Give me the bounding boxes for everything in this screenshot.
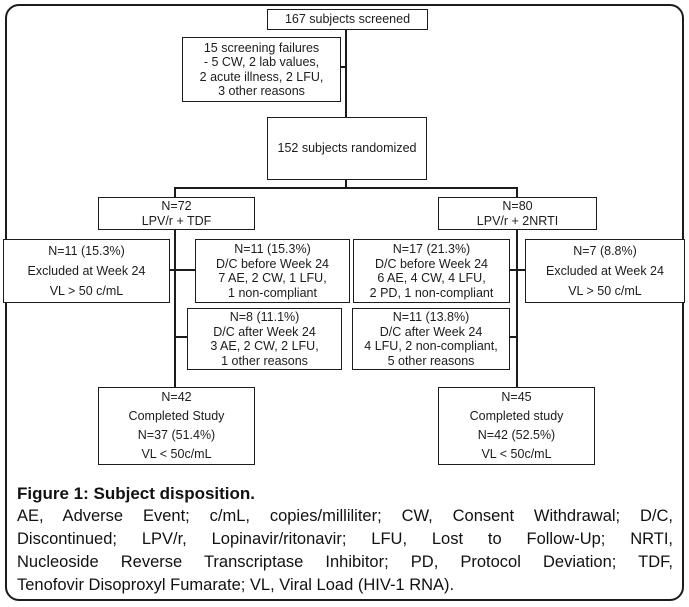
box-text-line: VL > 50 c/mL: [568, 284, 642, 298]
figure-caption-line: Nucleoside Reverse Transcriptase Inhibit…: [17, 553, 673, 571]
figure-caption: Figure 1: Subject disposition. AE, Adver…: [17, 483, 673, 597]
box-text-line: 2 PD, 1 non-compliant: [369, 285, 494, 300]
box-text-line: N=11 (13.8%): [392, 310, 470, 324]
connector-excluded-dcbefore-right: [508, 269, 525, 271]
figure-caption-line: Discontinued; LPV/r, Lopinavir/ritonavir…: [17, 530, 673, 548]
box-text-line: D/C before Week 24: [215, 256, 330, 271]
connector-left-arm-down: [174, 228, 176, 387]
figure-caption-line: AE, Adverse Event; c/mL, copies/millilit…: [17, 507, 673, 525]
box-text-line: D/C before Week 24: [374, 256, 489, 271]
box-text-line: N=8 (11.1%): [229, 310, 300, 324]
box-completed-tdf: N=42 Completed Study N=37 (51.4%) VL < 5…: [98, 387, 255, 465]
box-subjects-screened: 167 subjects screened: [267, 9, 428, 30]
connector-screening-failures: [338, 66, 347, 68]
box-text-line: 6 AE, 4 CW, 4 LFU,: [377, 271, 486, 285]
box-excluded-tdf: N=11 (15.3%) Excluded at Week 24 VL > 50…: [3, 239, 170, 303]
box-text-line: LPV/r + 2NRTI: [476, 213, 559, 228]
box-text-line: N=45: [501, 390, 532, 404]
box-text-line: N=80: [502, 199, 533, 213]
box-text-line: 2 acute illness, 2 LFU,: [199, 69, 324, 84]
box-text-line: 15 screening failures: [203, 40, 320, 55]
box-text-line: N=72: [161, 199, 192, 213]
connector-dcafter-left: [176, 336, 187, 338]
box-completed-nrti: N=45 Completed study N=42 (52.5%) VL < 5…: [438, 387, 595, 465]
box-dc-after-nrti: N=11 (13.8%) D/C after Week 24 4 LFU, 2 …: [352, 308, 510, 370]
box-text-line: VL > 50 c/mL: [49, 284, 124, 298]
box-text-line: 167 subjects screened: [284, 12, 411, 26]
box-text-line: 3 other reasons: [218, 84, 305, 98]
box-text-line: N=11 (15.3%): [234, 242, 311, 256]
box-text-line: N=17 (21.3%): [392, 242, 471, 256]
box-text-line: Completed Study: [128, 409, 225, 423]
box-dc-before-nrti: N=17 (21.3%) D/C before Week 24 6 AE, 4 …: [353, 239, 510, 303]
box-arm-lpvr-2nrti: N=80 LPV/r + 2NRTI: [438, 197, 597, 230]
box-dc-before-tdf: N=11 (15.3%) D/C before Week 24 7 AE, 2 …: [195, 239, 350, 303]
box-excluded-nrti: N=7 (8.8%) Excluded at Week 24 VL > 50 c…: [525, 239, 685, 303]
connector-dcafter-right: [508, 336, 516, 338]
box-dc-after-tdf: N=8 (11.1%) D/C after Week 24 3 AE, 2 CW…: [187, 308, 342, 370]
box-screening-failures: 15 screening failures - 5 CW, 2 lab valu…: [182, 37, 341, 102]
box-text-line: N=37 (51.4%): [137, 428, 216, 442]
box-text-line: VL < 50c/mL: [481, 447, 552, 461]
box-text-line: Excluded at Week 24: [27, 264, 146, 278]
box-subjects-randomized: 152 subjects randomized: [267, 117, 427, 180]
box-text-line: 7 AE, 2 CW, 1 LFU,: [218, 271, 327, 285]
connector-screened-randomized: [345, 28, 347, 118]
box-text-line: Excluded at Week 24: [546, 264, 664, 278]
connector-randomized-branch: [345, 178, 347, 188]
box-text-line: N=11 (15.3%): [48, 244, 125, 258]
connector-drop-right-arm: [516, 188, 518, 197]
box-text-line: 1 non-compliant: [228, 285, 317, 300]
box-text-line: Completed study: [469, 409, 564, 423]
box-text-line: 3 AE, 2 CW, 2 LFU,: [210, 339, 319, 353]
box-text-line: D/C after Week 24: [379, 324, 483, 339]
box-arm-lpvr-tdf: N=72 LPV/r + TDF: [98, 197, 255, 230]
box-text-line: 1 other reasons: [221, 353, 308, 368]
box-text-line: N=42 (52.5%): [477, 428, 556, 442]
connector-branch-horizontal: [174, 187, 518, 189]
figure-caption-title: Figure 1: Subject disposition.: [17, 484, 256, 503]
connector-right-arm-down: [516, 228, 518, 387]
box-text-line: N=7 (8.8%): [573, 244, 637, 258]
box-text-line: LPV/r + TDF: [141, 213, 212, 228]
box-text-line: 4 LFU, 2 non-compliant,: [364, 339, 498, 353]
box-text-line: D/C after Week 24: [213, 324, 316, 339]
box-text-line: - 5 CW, 2 lab values,: [203, 55, 320, 69]
box-text-line: N=42: [161, 390, 192, 404]
connector-drop-left-arm: [174, 188, 176, 197]
box-text-line: 152 subjects randomized: [277, 141, 417, 155]
connector-excluded-dcbefore-left: [168, 269, 196, 271]
figure-caption-line: Tenofovir Disoproxyl Fumarate; VL, Viral…: [17, 576, 455, 594]
box-text-line: 5 other reasons: [387, 353, 475, 368]
box-text-line: VL < 50c/mL: [141, 447, 212, 461]
